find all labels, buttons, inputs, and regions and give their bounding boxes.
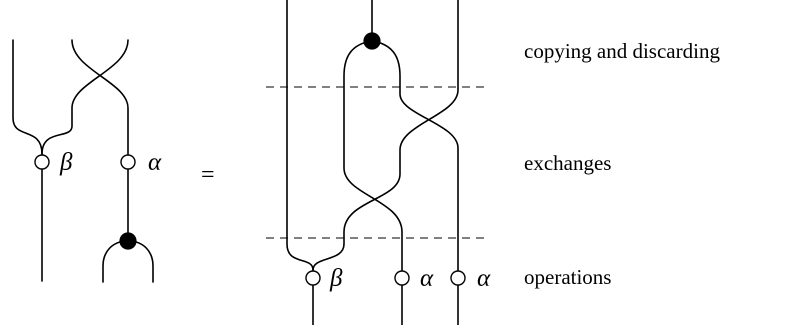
right-wire-outer-left (286, 0, 314, 271)
right-alpha-label-2: α (477, 265, 491, 292)
right-copy-node (363, 32, 381, 50)
left-beta-label: β (59, 149, 73, 176)
right-alpha-node-1 (394, 270, 410, 286)
right-wire-right-input (312, 0, 459, 271)
right-wire-copy-left-branch (343, 40, 403, 271)
right-beta-node (305, 270, 321, 286)
left-alpha-node (120, 154, 136, 170)
left-wire-outer-input (12, 39, 43, 155)
left-wire-cross-a (71, 39, 129, 155)
caption-operations: operations (524, 265, 611, 289)
caption-copying: copying and discarding (524, 39, 720, 63)
right-beta-label: β (329, 265, 343, 292)
right-diagram: β α α (266, 0, 491, 326)
left-diagram: β α (12, 39, 162, 283)
caption-exchanges: exchanges (524, 151, 611, 175)
left-beta-node (34, 154, 50, 170)
right-alpha-label-1: α (420, 265, 434, 292)
left-copy-node (119, 232, 137, 250)
equals-sign: = (201, 162, 215, 188)
left-alpha-label: α (148, 149, 162, 176)
right-wire-copy-right-branch (371, 40, 459, 271)
right-alpha-node-2 (450, 270, 466, 286)
left-wire-cross-b (41, 39, 129, 155)
